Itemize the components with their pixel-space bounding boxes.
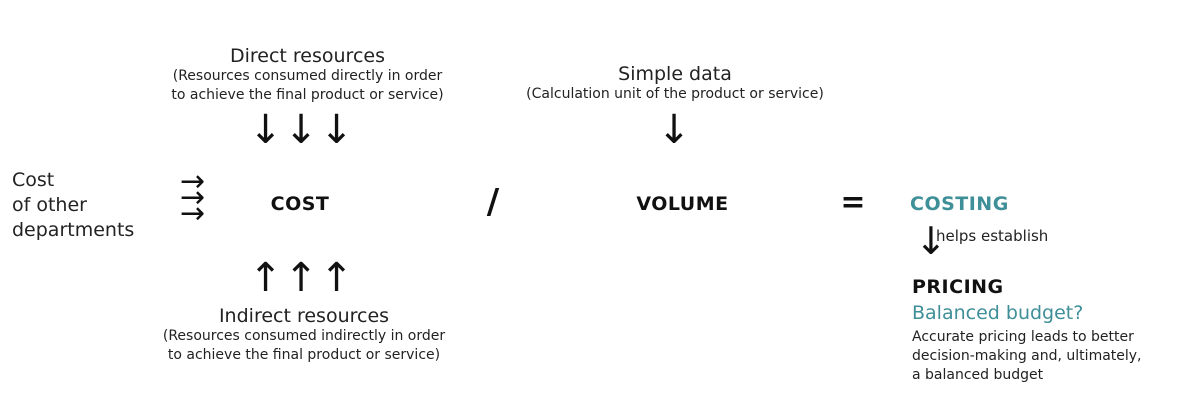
indirect-resources-desc-1: (Resources consumed indirectly in order <box>162 328 446 344</box>
direct-resources-desc-2: to achieve the final product or service) <box>171 87 444 103</box>
indirect-resources-block: Indirect resources (Resources consumed i… <box>115 305 493 365</box>
pricing-desc-3: a balanced budget <box>912 367 1044 383</box>
divide-symbol: / <box>486 182 500 222</box>
other-departments-line-2: of other <box>12 194 87 216</box>
direct-arrows: ↓↓↓ <box>242 110 362 150</box>
other-departments-line-3: departments <box>12 219 135 241</box>
pricing-title: PRICING <box>912 276 1004 298</box>
arrow-down-icon: ↓ <box>284 107 320 153</box>
cost-label: COST <box>270 193 330 215</box>
helps-establish-label: helps establish <box>936 227 1049 245</box>
direct-resources-desc-1: (Resources consumed directly in order <box>172 68 443 84</box>
balanced-budget-question: Balanced budget? <box>912 302 1084 324</box>
arrow-right-icon: → <box>180 196 206 231</box>
other-departments-line-1: Cost <box>12 169 55 191</box>
simple-data-desc: (Calculation unit of the product or serv… <box>526 86 824 102</box>
direct-resources-title: Direct resources <box>229 45 385 67</box>
simple-data-title: Simple data <box>618 63 732 85</box>
indirect-resources-desc-2: to achieve the final product or service) <box>167 347 441 363</box>
arrow-up-icon: ↑ <box>284 255 320 301</box>
arrow-down-icon: ↓ <box>248 107 285 153</box>
direct-resources-block: Direct resources (Resources consumed dir… <box>120 45 495 105</box>
costing-label: COSTING <box>910 193 1009 215</box>
arrow-down-icon: ↓ <box>915 219 947 263</box>
arrow-up-icon: ↑ <box>319 255 356 301</box>
arrow-down-icon: ↓ <box>657 107 693 153</box>
arrow-up-icon: ↑ <box>248 255 285 301</box>
other-departments-label: Cost of other departments <box>12 168 134 243</box>
volume-label: VOLUME <box>636 193 729 215</box>
arrow-down-icon: ↓ <box>319 107 356 153</box>
simple-data-block: Simple data (Calculation unit of the pro… <box>490 63 860 104</box>
pricing-block: PRICING Balanced budget? Accurate pricin… <box>912 276 1182 385</box>
indirect-arrows: ↑↑↑ <box>242 258 362 298</box>
volume-arrow: ↓ <box>635 110 715 150</box>
pricing-desc-1: Accurate pricing leads to better <box>912 329 1134 345</box>
indirect-resources-title: Indirect resources <box>218 305 390 327</box>
right-arrows: → → → <box>180 167 206 231</box>
pricing-desc-2: decision-making and, ultimately, <box>912 348 1142 364</box>
equals-symbol: = <box>840 185 866 220</box>
